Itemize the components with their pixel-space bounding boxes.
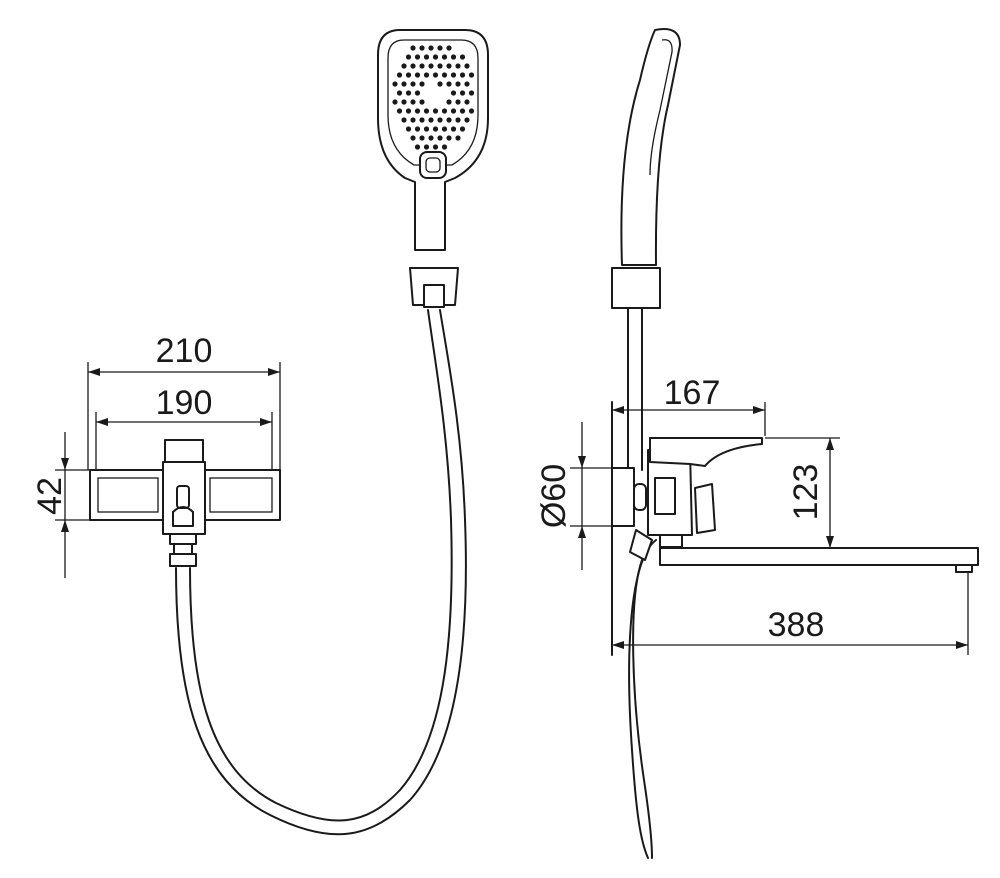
nozzle-dot <box>441 54 448 60</box>
nozzle-dot <box>441 72 448 78</box>
nozzle-dot <box>437 63 443 69</box>
nozzle-dot <box>455 63 461 69</box>
nozzle-dot <box>419 135 425 141</box>
nozzle-dot <box>450 108 457 114</box>
nozzle-dot <box>419 81 425 87</box>
nozzle-dot <box>464 99 470 105</box>
side-view-faucet <box>611 28 979 859</box>
dimension-label-167: 167 <box>664 374 721 412</box>
nozzle-dot <box>432 126 439 132</box>
nozzle-dot <box>414 54 421 60</box>
nozzle-dot <box>446 63 452 69</box>
dimension-label-diameter-60: Ø60 <box>535 464 573 528</box>
nozzle-dot <box>437 81 443 87</box>
nozzle-dot <box>459 108 466 114</box>
dimension-lines <box>55 362 969 655</box>
nozzle-dot <box>450 54 457 60</box>
nozzle-dot <box>405 54 412 60</box>
nozzle-dot <box>446 81 452 87</box>
nozzle-dot <box>423 72 430 78</box>
nozzle-dot <box>423 54 430 60</box>
nozzle-dot <box>423 144 430 150</box>
dimension-label-210: 210 <box>156 332 213 370</box>
nozzle-dot <box>401 63 407 69</box>
nozzle-dot <box>459 72 466 78</box>
nozzle-dot <box>414 126 421 132</box>
nozzle-dot <box>455 117 461 123</box>
nozzle-dot <box>396 90 403 96</box>
nozzle-dot <box>450 72 457 78</box>
nozzle-dot <box>446 45 452 51</box>
nozzle-dot <box>419 99 425 105</box>
nozzle-dot <box>446 135 452 141</box>
nozzle-dot <box>468 90 475 96</box>
nozzle-dot <box>437 117 443 123</box>
nozzle-dot <box>410 99 416 105</box>
nozzle-dot <box>410 135 416 141</box>
nozzle-dot <box>392 99 398 105</box>
nozzle-dot <box>468 72 475 78</box>
nozzle-pattern <box>392 45 475 150</box>
nozzle-dot <box>432 108 439 114</box>
nozzle-dot <box>428 45 434 51</box>
nozzle-dot <box>437 135 443 141</box>
dimension-label-123: 123 <box>787 464 825 521</box>
nozzle-dot <box>419 45 425 51</box>
nozzle-dot <box>401 99 407 105</box>
nozzle-dot <box>405 72 412 78</box>
nozzle-dot <box>455 135 461 141</box>
nozzle-dot <box>464 117 470 123</box>
nozzle-dot <box>414 144 421 150</box>
nozzle-dot <box>419 63 425 69</box>
nozzle-dot <box>441 126 448 132</box>
nozzle-dot <box>428 63 434 69</box>
nozzle-dot <box>428 135 434 141</box>
nozzle-dot <box>401 117 407 123</box>
nozzle-dot <box>392 81 398 87</box>
nozzle-dot <box>432 54 439 60</box>
dimension-label-190: 190 <box>156 384 213 422</box>
nozzle-dot <box>455 99 461 105</box>
dimension-label-42: 42 <box>31 477 69 515</box>
nozzle-dot <box>464 81 470 87</box>
nozzle-dot <box>423 126 430 132</box>
nozzle-dot <box>396 72 403 78</box>
nozzle-dot <box>459 54 466 60</box>
nozzle-dot <box>414 108 421 114</box>
nozzle-dot <box>414 72 421 78</box>
hand-shower-front <box>377 29 489 308</box>
nozzle-dot <box>423 108 430 114</box>
nozzle-dot <box>405 90 412 96</box>
nozzle-dot <box>437 45 443 51</box>
nozzle-dot <box>446 117 452 123</box>
shower-hose <box>175 309 467 836</box>
nozzle-dot <box>441 108 448 114</box>
nozzle-dot <box>419 117 425 123</box>
nozzle-dot <box>446 99 452 105</box>
nozzle-dot <box>432 72 439 78</box>
dimension-label-388: 388 <box>768 606 825 644</box>
nozzle-dot <box>450 90 457 96</box>
nozzle-dot <box>396 108 403 114</box>
nozzle-dot <box>450 126 457 132</box>
nozzle-dot <box>410 63 416 69</box>
nozzle-dot <box>401 81 407 87</box>
nozzle-dot <box>432 144 439 150</box>
nozzle-dot <box>414 90 421 96</box>
nozzle-dot <box>459 90 466 96</box>
nozzle-dot <box>410 45 416 51</box>
nozzle-dot <box>405 126 412 132</box>
nozzle-dot <box>455 81 461 87</box>
nozzle-dot <box>464 63 470 69</box>
front-view-mixer <box>89 439 281 567</box>
nozzle-dot <box>468 108 475 114</box>
nozzle-dot <box>405 108 412 114</box>
nozzle-dot <box>441 144 448 150</box>
nozzle-dot <box>428 117 434 123</box>
nozzle-dot <box>410 81 416 87</box>
nozzle-dot <box>459 126 466 132</box>
nozzle-dot <box>410 117 416 123</box>
